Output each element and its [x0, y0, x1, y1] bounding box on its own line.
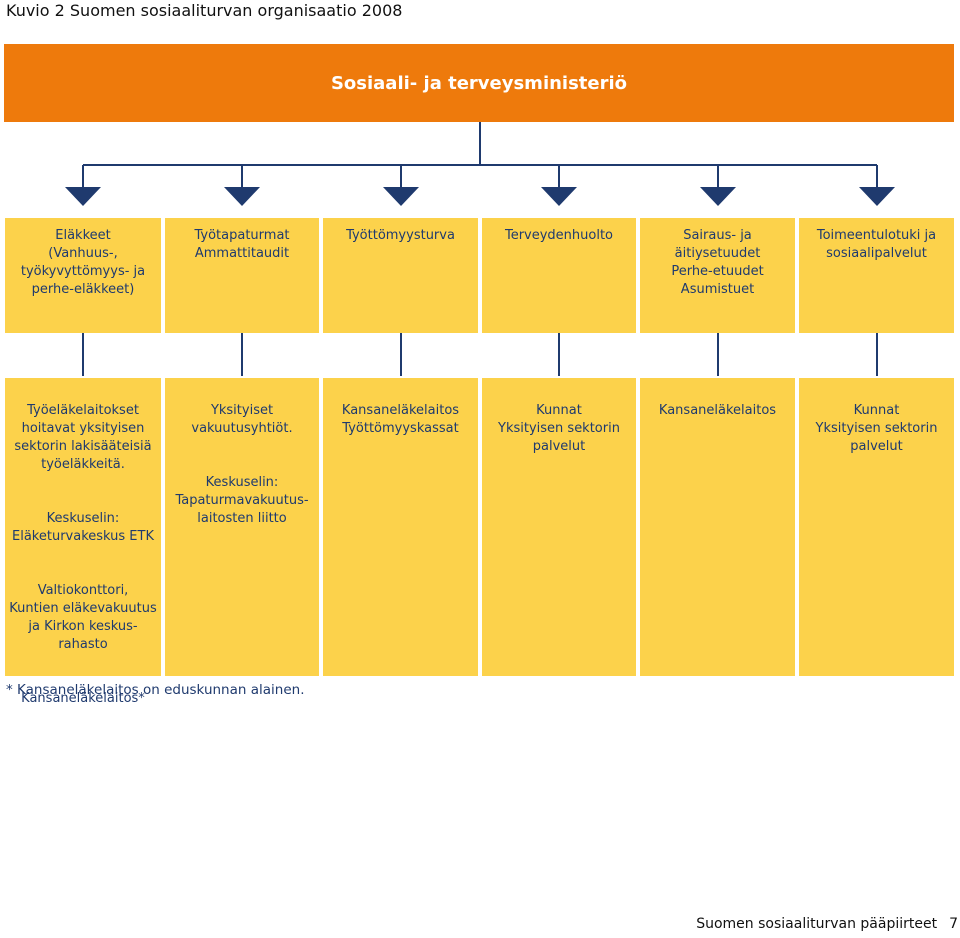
org-text: Kunnat Yksityisen sektorin palvelut: [498, 403, 620, 454]
org-box-health-care: Kunnat Yksityisen sektorin palvelut: [482, 378, 636, 676]
footnote: * Kansaneläkelaitos on eduskunnan alaine…: [6, 682, 305, 698]
org-text: Kansaneläkelaitos: [658, 403, 777, 418]
org-text: Työeläkelaitokset hoitavat yksityisen se…: [14, 403, 152, 472]
category-box-work-accidents: Työtapaturmat Ammattitaudit: [165, 218, 319, 333]
arrow-down-icon: [224, 187, 260, 206]
org-text: Kunnat Yksityisen sektorin palvelut: [815, 403, 938, 454]
org-box-unemployment: Kansaneläkelaitos Työttömyyskassat: [323, 378, 478, 676]
org-text: Kansaneläkelaitos*: [21, 691, 145, 706]
footer-text: Suomen sosiaaliturvan pääpiirteet: [696, 916, 938, 932]
arrow-down-icon: [65, 187, 101, 206]
category-box-sickness-family: Sairaus- ja äitiysetuudet Perhe-etuudet …: [640, 218, 795, 333]
arrow-down-icon: [541, 187, 577, 206]
org-box-sickness-family: Kansaneläkelaitos: [640, 378, 795, 676]
category-box-health-care: Terveydenhuolto: [482, 218, 636, 333]
org-text: Kansaneläkelaitos Työttömyyskassat: [341, 403, 460, 436]
page-footer: Suomen sosiaaliturvan pääpiirteet 7: [696, 916, 958, 932]
arrow-down-icon: [383, 187, 419, 206]
category-box-social-assistance: Toimeentulotuki ja sosiaalipalvelut: [799, 218, 954, 333]
org-text: Yksityiset vakuutusyhtiöt.: [191, 403, 293, 436]
arrow-down-icon: [700, 187, 736, 206]
org-text: Keskuselin: Tapaturmavakuutus- laitosten…: [175, 475, 309, 526]
category-box-unemployment: Työttömyysturva: [323, 218, 478, 333]
org-text: Valtiokonttori, Kuntien eläkevakuutus ja…: [9, 583, 157, 652]
ministry-box: Sosiaali- ja terveysministeriö: [4, 44, 954, 122]
org-box-work-accidents: Yksityiset vakuutusyhtiöt. Keskuselin: T…: [165, 378, 319, 676]
org-text: Keskuselin: Eläketurvakeskus ETK: [12, 511, 154, 544]
ministry-label: Sosiaali- ja terveysministeriö: [330, 72, 628, 94]
org-box-social-assistance: Kunnat Yksityisen sektorin palvelut: [799, 378, 954, 676]
page-number: 7: [949, 916, 958, 932]
category-box-pensions: Eläkkeet (Vanhuus-, työkyvyttömyys- ja p…: [5, 218, 161, 333]
figure-title: Kuvio 2 Suomen sosiaaliturvan organisaat…: [6, 1, 403, 20]
org-box-pensions: Työeläkelaitokset hoitavat yksityisen se…: [5, 378, 161, 706]
arrow-down-icon: [859, 187, 895, 206]
